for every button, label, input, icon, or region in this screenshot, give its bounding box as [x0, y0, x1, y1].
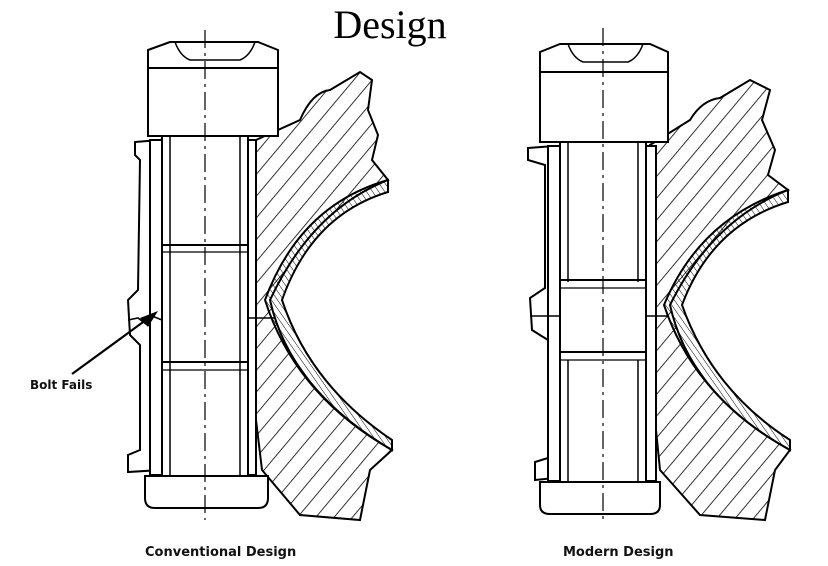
bolt-nut-right	[539, 481, 661, 515]
slide-title: Design	[333, 2, 447, 47]
conventional-design-drawing	[126, 30, 394, 522]
bolt-fails-arrow	[71, 311, 158, 375]
modern-design-caption: Modern Design	[563, 545, 674, 560]
conventional-design-caption: Conventional Design	[145, 545, 297, 560]
bearing-right	[662, 188, 791, 452]
bolt-fails-label: Bolt Fails	[30, 378, 93, 392]
bolt-nut-left	[144, 475, 269, 509]
bearing-left	[263, 178, 393, 452]
bolt-head-right	[539, 43, 669, 143]
bolt-head-left	[147, 41, 279, 137]
modern-design-drawing	[527, 28, 792, 522]
